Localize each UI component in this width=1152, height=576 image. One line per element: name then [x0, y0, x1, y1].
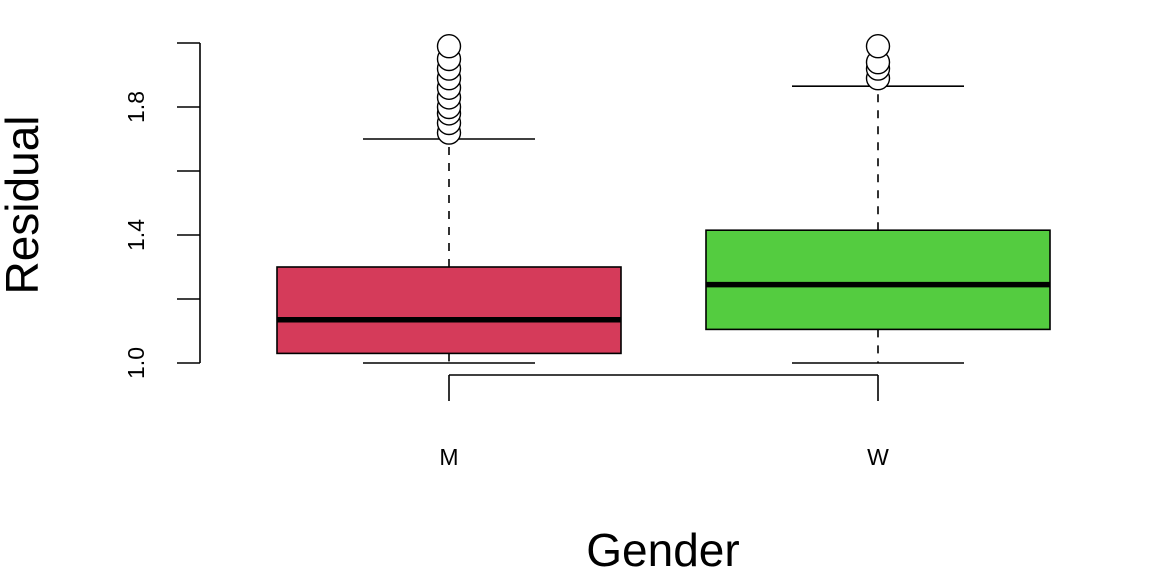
y-tick-label: 1.4 [123, 219, 149, 251]
box-group-w [705, 34, 1051, 364]
y-axis-title: Residual [0, 116, 48, 295]
box-iqr [705, 229, 1051, 331]
x-tick-label: W [867, 444, 889, 470]
boxes-layer [276, 34, 1051, 364]
y-tick-label: 1.0 [123, 347, 149, 379]
outlier-point [436, 34, 462, 59]
x-tick-label: M [439, 444, 458, 470]
x-axis-title: Gender [586, 524, 739, 576]
box-group-m [276, 34, 622, 364]
outlier-point [865, 34, 891, 59]
y-tick-label: 1.8 [123, 91, 149, 123]
box-iqr [276, 266, 622, 355]
y-axis: 1.0 1.4 1.8 [123, 42, 201, 379]
